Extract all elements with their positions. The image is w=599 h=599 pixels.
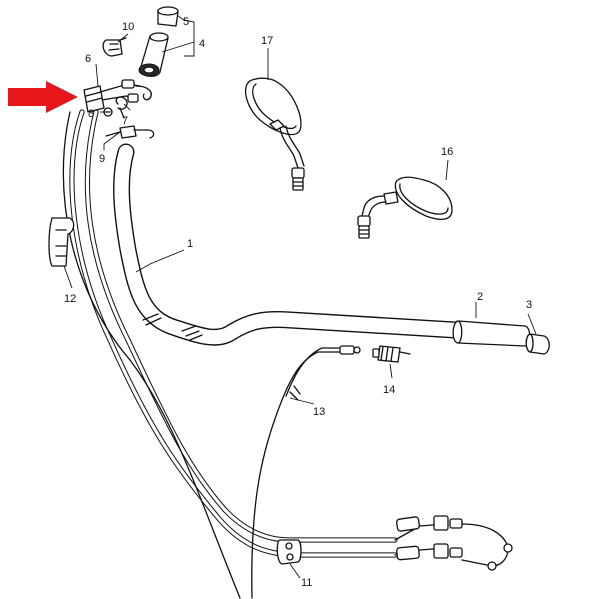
callout-12: 12: [64, 293, 76, 305]
handlebar: [113, 143, 464, 346]
callout-5: 5: [183, 16, 189, 28]
callout-17: 17: [261, 35, 273, 47]
cable-adjuster-upper: [396, 516, 420, 532]
grip-body: [452, 320, 531, 347]
callout-7: 7: [122, 115, 128, 127]
cable-group: [62, 109, 513, 599]
callout-6: 6: [85, 53, 91, 65]
callout-2: 2: [477, 291, 483, 303]
wire-loop: [461, 523, 509, 567]
callout-9: 9: [99, 153, 105, 165]
throttle-grip: [138, 32, 169, 77]
callout-labels: 1 2 3 4 5 6 7 8 9 10 11 12 13 14 16 17: [64, 16, 532, 589]
leader-lines: [63, 15, 537, 579]
cable-adjuster-lower: [396, 545, 420, 561]
callout-14: 14: [383, 384, 395, 396]
lower-cable: [62, 111, 241, 599]
connector-9: [105, 125, 155, 139]
right-grip: [452, 320, 531, 347]
clip-7: [115, 96, 128, 119]
clutch-cable-end: [289, 345, 361, 401]
callout-4: 4: [199, 38, 205, 50]
red-arrow-shape: [8, 81, 78, 113]
mirror-left: [244, 77, 305, 191]
holder-12: [48, 217, 75, 267]
cable-guide: [83, 79, 152, 113]
callout-1: 1: [187, 238, 193, 250]
callout-10: 10: [122, 21, 134, 33]
clamp-11: [276, 539, 302, 565]
callout-13: 13: [313, 406, 325, 418]
callout-3: 3: [526, 299, 532, 311]
clamp-10: [102, 37, 127, 57]
switch-14: [372, 345, 411, 363]
callout-16: 16: [441, 146, 453, 158]
grip-collar: [157, 6, 179, 27]
mirror-right-head: [394, 176, 453, 221]
red-arrow-icon: [8, 81, 78, 113]
callout-8: 8: [88, 108, 94, 120]
callout-11: 11: [301, 577, 312, 589]
bar-end-cap: [525, 333, 550, 355]
mirror-right: [357, 176, 453, 239]
mirror-left-head: [244, 77, 302, 136]
